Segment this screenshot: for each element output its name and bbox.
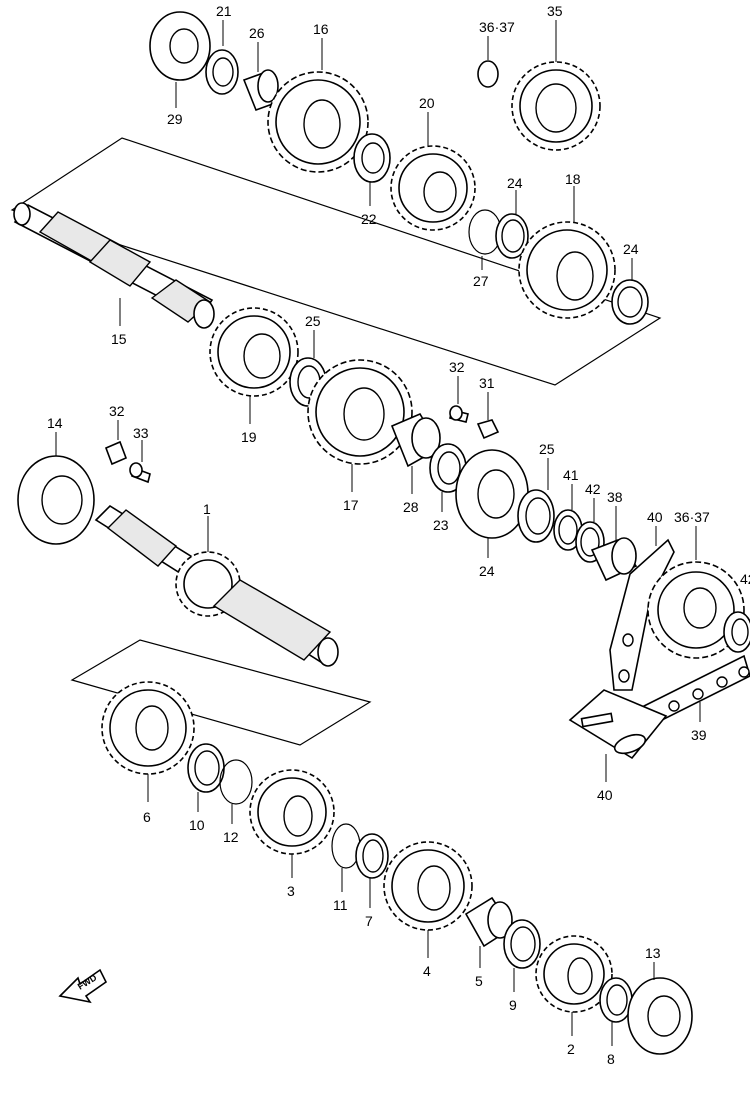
part-32-retainer-lower <box>104 440 128 466</box>
callout-24-upper: 24 <box>507 175 523 191</box>
callout-1: 1 <box>203 501 211 517</box>
upper-group-frame <box>10 137 662 386</box>
callout-8: 8 <box>607 1051 615 1067</box>
callout-15: 15 <box>111 331 127 347</box>
callout-10: 10 <box>189 817 205 833</box>
callout-39: 39 <box>691 727 707 743</box>
part-13-bearing <box>627 977 693 1055</box>
callout-16: 16 <box>313 21 329 37</box>
part-21-washer <box>205 49 239 95</box>
callout-23: 23 <box>433 517 449 533</box>
part-12-circlip <box>219 759 253 805</box>
callout-19: 19 <box>241 429 257 445</box>
callout-22: 22 <box>361 211 377 227</box>
part-34-gear <box>511 61 601 151</box>
callout-30: 27 <box>473 273 489 289</box>
part-6-gear <box>101 681 195 775</box>
callout-32-upper: 31 <box>479 375 495 391</box>
callout-38: 38 <box>607 489 623 505</box>
callout-11: 11 <box>333 897 348 913</box>
callout-14: 14 <box>47 415 63 431</box>
callout-4-edge: 42 <box>740 571 750 587</box>
callout-17: 17 <box>343 497 359 513</box>
callout-33-upper: 32 <box>449 359 465 375</box>
callout-28: 26 <box>249 25 265 41</box>
part-19-gear <box>209 307 299 397</box>
part-31-bearing <box>149 11 211 81</box>
part-35-circlip <box>477 60 499 88</box>
part-42-o-ring-a <box>553 509 583 551</box>
callout-12: 12 <box>223 829 239 845</box>
part-24-washer-right <box>611 279 649 325</box>
callout-7: 7 <box>365 913 373 929</box>
part-27-oil-seal <box>517 489 555 543</box>
callout-35: 36·37 <box>479 19 515 35</box>
callout-24-right: 24 <box>623 241 639 257</box>
callout-25: 25 <box>305 313 321 329</box>
part-22-washer <box>353 133 391 183</box>
part-9-washer <box>503 919 541 969</box>
callout-42-a: 41 <box>563 467 579 483</box>
part-8-washer <box>599 977 633 1023</box>
part-26-bearing <box>455 449 529 539</box>
callout-13: 13 <box>645 945 661 961</box>
part-10-washer <box>187 743 225 793</box>
part-14-bearing <box>17 455 95 545</box>
part-3-gear <box>249 769 335 855</box>
part-32-retainer-upper <box>476 419 500 440</box>
callout-4: 4 <box>423 963 431 979</box>
callouts: 21 26 16 29 36·37 35 20 22 24 18 24 27 1… <box>47 3 750 1067</box>
callout-36-37: 36·37 <box>674 509 710 525</box>
part-4-ring-edge <box>723 611 750 653</box>
callout-21: 21 <box>216 3 232 19</box>
callout-32-lower: 32 <box>109 403 125 419</box>
lower-group-frame <box>70 639 372 746</box>
callout-29: 28 <box>403 499 419 515</box>
part-33-screw-lower <box>129 462 151 484</box>
part-18-gear <box>518 221 616 319</box>
part-2-gear <box>535 935 613 1013</box>
part-36-37-sprocket <box>647 561 745 659</box>
part-33-screw-upper <box>449 405 469 423</box>
callout-26: 24 <box>479 563 495 579</box>
callout-6: 6 <box>143 809 151 825</box>
callout-41: 40 <box>647 509 663 525</box>
part-7-washer <box>355 833 389 879</box>
fwd-arrow-icon: FWD <box>58 968 108 1004</box>
callout-3: 3 <box>287 883 295 899</box>
part-4-gear <box>383 841 473 931</box>
callout-34: 35 <box>547 3 563 19</box>
part-41-plate <box>609 538 675 691</box>
callout-20: 20 <box>419 95 435 111</box>
part-24-washer-upper <box>495 213 529 259</box>
part-16-gear <box>267 71 369 173</box>
part-38-spacer <box>590 537 638 582</box>
callout-9: 9 <box>509 997 517 1013</box>
part-40-master-link <box>568 689 668 760</box>
callout-40: 40 <box>597 787 613 803</box>
part-15-main-shaft <box>13 202 215 329</box>
callout-5: 5 <box>475 973 483 989</box>
part-1-countershaft <box>94 504 339 667</box>
callout-31: 29 <box>167 111 183 127</box>
part-29-bushing <box>390 412 442 468</box>
callout-33-lower: 33 <box>133 425 149 441</box>
callout-42-b: 42 <box>585 481 601 497</box>
callout-27: 25 <box>539 441 555 457</box>
callout-18: 18 <box>565 171 581 187</box>
callout-2: 2 <box>567 1041 575 1057</box>
part-20-gear <box>390 145 476 231</box>
part-17-gear <box>307 359 413 465</box>
